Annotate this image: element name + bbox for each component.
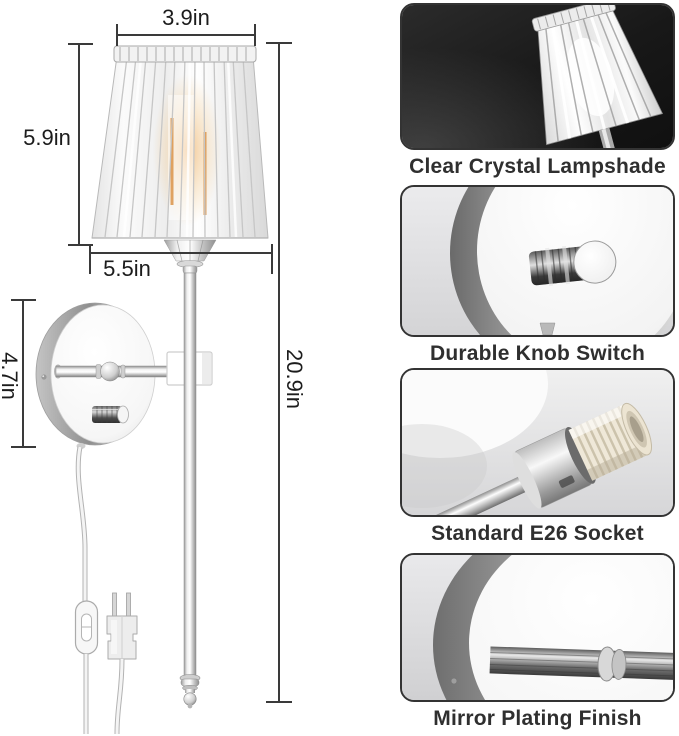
socket-closeup: [416, 402, 653, 515]
power-cord: [74, 443, 138, 735]
knob-closeup: [528, 240, 617, 286]
dimension-lines: [11, 24, 292, 703]
dim-label-total-height: 20.9in: [282, 349, 307, 409]
feature-caption-knob-switch: Durable Knob Switch: [430, 342, 645, 365]
feature-caption-socket: Standard E26 Socket: [431, 522, 644, 545]
crystal-shade: [91, 45, 269, 239]
stem: [163, 239, 217, 709]
feature-photo-socket: [400, 368, 675, 517]
two-prong-plug: [106, 592, 138, 735]
dim-label-shade-top-width: 3.9in: [162, 5, 210, 30]
knob-switch: [92, 405, 129, 424]
plated-arm-closeup: [489, 646, 673, 682]
tilted-crystal-shade: [531, 5, 664, 148]
mounting-arm: [54, 361, 171, 382]
feature-photo-knob-switch: [400, 185, 675, 337]
feature-caption-finish: Mirror Plating Finish: [433, 707, 642, 730]
feature-lampshade: Clear Crystal Lampshade: [400, 3, 675, 179]
feature-photo-lampshade: [400, 3, 675, 150]
feature-caption-lampshade: Clear Crystal Lampshade: [409, 155, 666, 178]
feature-knob-switch: Durable Knob Switch: [400, 185, 675, 366]
feature-finish: Mirror Plating Finish: [400, 553, 675, 731]
wall-sconce-illustration: [11, 24, 292, 735]
feature-photo-finish: [400, 553, 675, 702]
dim-label-shade-height: 5.9in: [23, 125, 71, 150]
dim-label-backplate-height: 4.7in: [0, 352, 22, 400]
feature-socket: Standard E26 Socket: [400, 368, 675, 546]
dim-label-shade-bottom-width: 5.5in: [103, 256, 151, 281]
